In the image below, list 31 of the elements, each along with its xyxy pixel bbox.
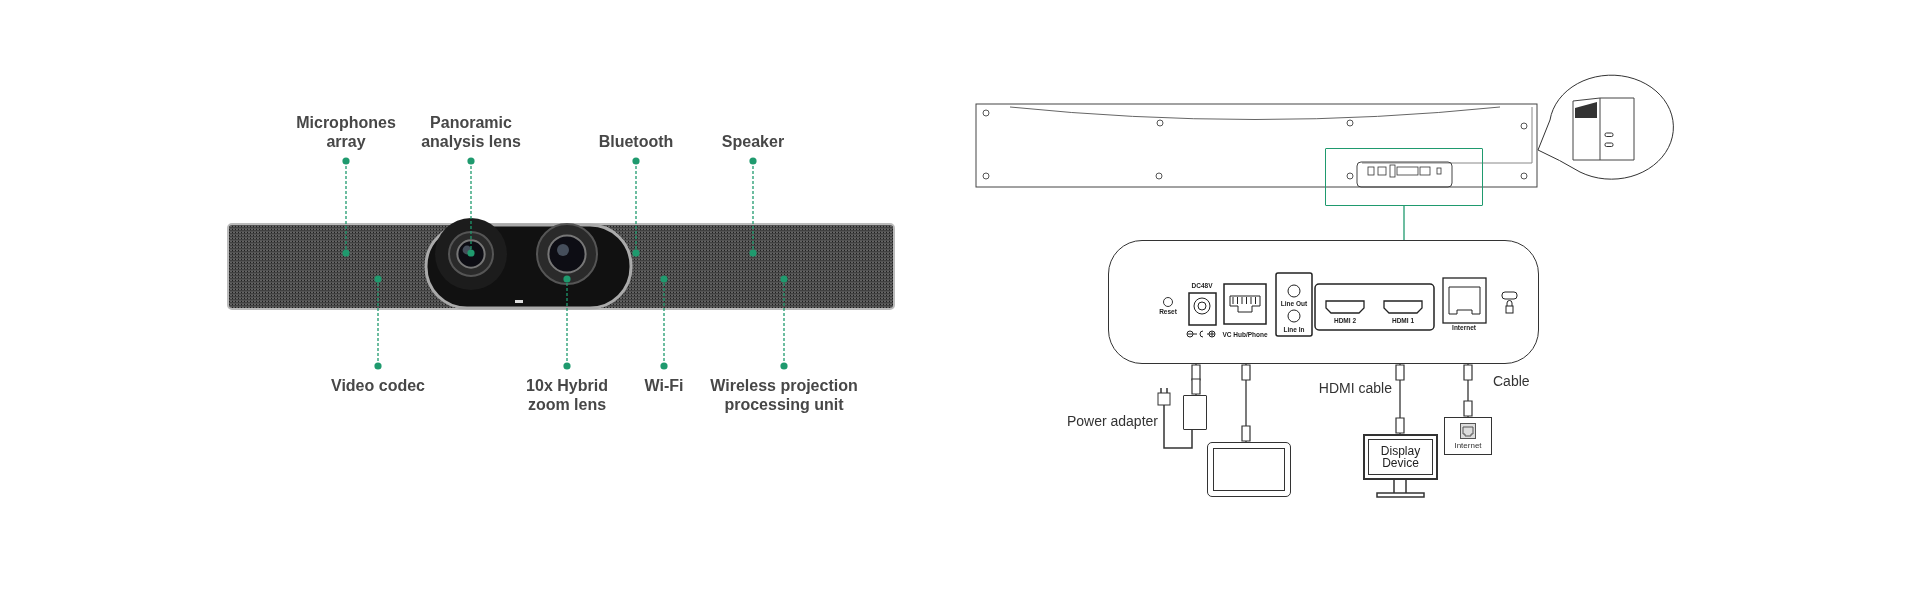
callout-label: Speaker bbox=[720, 132, 786, 151]
leader-line bbox=[632, 157, 640, 257]
callout-label: Bluetooth bbox=[597, 132, 675, 151]
leader-line bbox=[780, 275, 788, 370]
power-adapter bbox=[1183, 395, 1207, 430]
callout-label: Wireless projection processing unit bbox=[709, 376, 859, 414]
callout-label: Video codec bbox=[330, 376, 426, 395]
highlight-frame bbox=[1325, 148, 1483, 206]
leader-line bbox=[467, 157, 475, 257]
callout-label: Panoramic analysis lens bbox=[420, 113, 522, 151]
leader-line bbox=[660, 275, 668, 370]
callout-label: 10x Hybrid zoom lens bbox=[525, 376, 609, 414]
wall-socket bbox=[1444, 417, 1492, 455]
cable-line bbox=[1463, 363, 1473, 418]
cable-line bbox=[1403, 205, 1405, 241]
port-label: Internet bbox=[1454, 440, 1482, 450]
callout-label: Microphones array bbox=[295, 113, 397, 151]
leader-line bbox=[374, 275, 382, 370]
cable-line bbox=[1191, 363, 1201, 396]
cable-line bbox=[1395, 363, 1405, 435]
edge-label: Cable bbox=[1491, 373, 1532, 389]
edge-label: HDMI cable bbox=[1316, 380, 1394, 396]
leader-line bbox=[749, 157, 757, 257]
display-monitor bbox=[1363, 434, 1438, 480]
callout-label: Wi-Fi bbox=[643, 376, 685, 395]
leader-line bbox=[342, 157, 350, 257]
device-label: Display Device bbox=[1379, 445, 1422, 469]
touch-panel-drawing bbox=[1207, 442, 1291, 497]
cable-line bbox=[1241, 363, 1251, 443]
rear-panel-detail bbox=[1108, 240, 1539, 364]
leader-line bbox=[563, 275, 571, 370]
